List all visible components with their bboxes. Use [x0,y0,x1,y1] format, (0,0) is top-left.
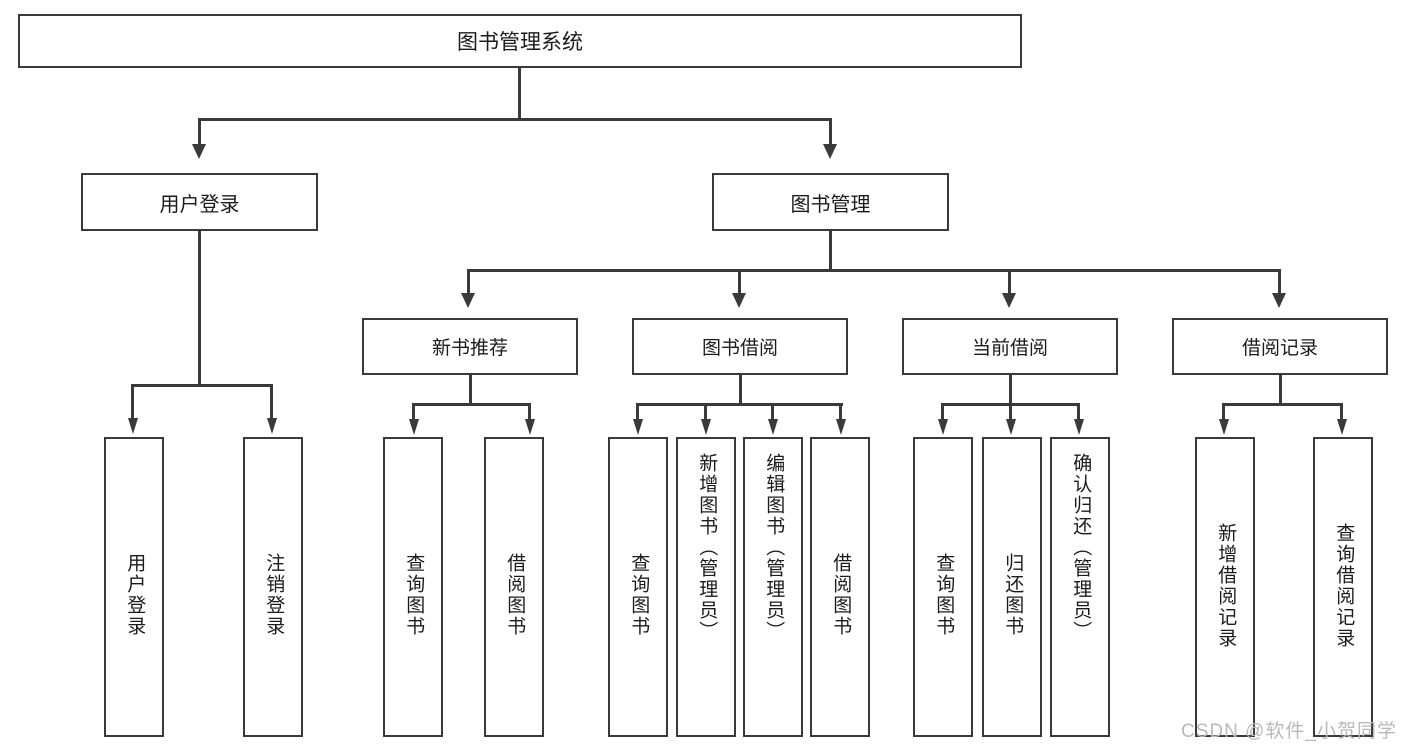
node-label: 新书推荐 [431,338,508,359]
connector-root-to-user-login [198,118,201,146]
node-book-borrow[interactable]: 图书借阅 [632,318,848,375]
connector-nbr-stem [469,375,472,403]
leaf-label: 查询图书 [933,553,955,637]
node-book-management-system[interactable]: 图书管理系统 [18,14,1022,68]
arrow-to-book-manage [823,144,837,159]
node-label: 图书管理系统 [457,31,583,54]
node-label: 图书管理 [790,193,871,216]
connector-br-drop-1 [1222,403,1225,421]
arrow-to-current-borrow [1002,293,1016,308]
connector-nbr-bus [412,403,530,406]
connector-bm-drop-3 [1008,269,1011,295]
connector-br-drop-2 [1340,403,1343,421]
node-label: 用户登录 [159,193,240,216]
connector-root-bus [198,118,832,121]
leaf-label: 确认归还（管理员） [1070,453,1092,642]
leaf-user-logout[interactable]: 注销登录 [243,437,303,737]
leaf-label: 新增借阅记录 [1215,523,1237,649]
leaf-label: 查询图书 [628,553,650,637]
leaf-label: 查询借阅记录 [1333,523,1355,649]
arrow-to-user-login [192,144,206,159]
node-label: 图书借阅 [701,338,778,359]
arrow-to-new-book-recommend [461,293,475,308]
connector-bb-drop-1 [636,403,639,421]
connector-cb-drop-1 [941,403,944,421]
arrow-to-leaf-query-book-2 [633,419,643,435]
connector-root-stem [518,68,521,118]
leaf-add-book[interactable]: 新增图书（管理员） [676,437,736,737]
leaf-edit-book[interactable]: 编辑图书（管理员） [743,437,803,737]
connector-user-login-stem [198,231,201,384]
connector-cb-drop-3 [1077,403,1080,421]
arrow-to-leaf-add-book [701,419,711,435]
leaf-query-book-1[interactable]: 查询图书 [383,437,443,737]
node-borrow-record[interactable]: 借阅记录 [1172,318,1388,375]
connector-bm-drop-2 [738,269,741,295]
connector-bm-drop-1 [467,269,470,295]
leaf-label: 用户登录 [124,553,146,637]
connector-nbr-drop-2 [528,403,531,421]
connector-user-login-bus [131,384,272,387]
arrow-to-leaf-query-book-3 [938,419,948,435]
node-new-book-recommend[interactable]: 新书推荐 [362,318,578,375]
connector-bb-drop-2 [704,403,707,421]
connector-bb-bus [636,403,843,406]
node-label: 当前借阅 [971,338,1048,359]
connector-cb-drop-2 [1009,403,1012,421]
connector-user-login-drop-1 [131,384,134,420]
leaf-query-book-3[interactable]: 查询图书 [913,437,973,737]
connector-root-to-book-manage [829,118,832,146]
connector-br-bus [1222,403,1342,406]
watermark-text: CSDN @软件_小贺同学 [1181,721,1397,742]
leaf-label: 新增图书（管理员） [696,453,718,642]
arrow-to-borrow-record [1272,293,1286,308]
leaf-label: 借阅图书 [830,553,852,637]
connector-bb-drop-4 [839,403,842,421]
arrow-to-leaf-query-book-1 [409,419,419,435]
arrow-to-leaf-return-book [1006,419,1016,435]
node-label: 借阅记录 [1241,338,1318,359]
connector-cb-stem [1009,375,1012,403]
leaf-label: 编辑图书（管理员） [763,453,785,642]
leaf-add-record[interactable]: 新增借阅记录 [1195,437,1255,737]
arrow-to-leaf-borrow-book-1 [525,419,535,435]
connector-book-manage-stem [829,231,832,269]
node-book-management[interactable]: 图书管理 [712,173,949,231]
connector-br-stem [1279,375,1282,403]
connector-bb-drop-3 [771,403,774,421]
arrow-to-leaf-query-record [1337,419,1347,435]
node-user-login[interactable]: 用户登录 [81,173,318,231]
arrow-to-leaf-borrow-book-2 [836,419,846,435]
leaf-query-record[interactable]: 查询借阅记录 [1313,437,1373,737]
leaf-confirm-return[interactable]: 确认归还（管理员） [1050,437,1110,737]
node-current-borrow[interactable]: 当前借阅 [902,318,1118,375]
arrow-to-book-borrow [732,293,746,308]
leaf-return-book[interactable]: 归还图书 [982,437,1042,737]
connector-bb-stem [739,375,742,403]
arrow-to-leaf-confirm-return [1074,419,1084,435]
connector-bm-drop-4 [1278,269,1281,295]
leaf-query-book-2[interactable]: 查询图书 [608,437,668,737]
connector-book-manage-bus [467,269,1280,272]
connector-nbr-drop-1 [412,403,415,421]
leaf-label: 借阅图书 [504,553,526,637]
arrow-to-leaf-add-record [1219,419,1229,435]
connector-user-login-drop-2 [270,384,273,420]
leaf-user-login[interactable]: 用户登录 [104,437,164,737]
leaf-label: 归还图书 [1002,553,1024,637]
arrow-to-leaf-edit-book [768,419,778,435]
leaf-label: 注销登录 [263,553,285,637]
leaf-borrow-book-2[interactable]: 借阅图书 [810,437,870,737]
arrow-to-leaf-user-login [128,418,138,434]
arrow-to-leaf-user-logout [267,418,277,434]
leaf-label: 查询图书 [403,553,425,637]
leaf-borrow-book-1[interactable]: 借阅图书 [484,437,544,737]
